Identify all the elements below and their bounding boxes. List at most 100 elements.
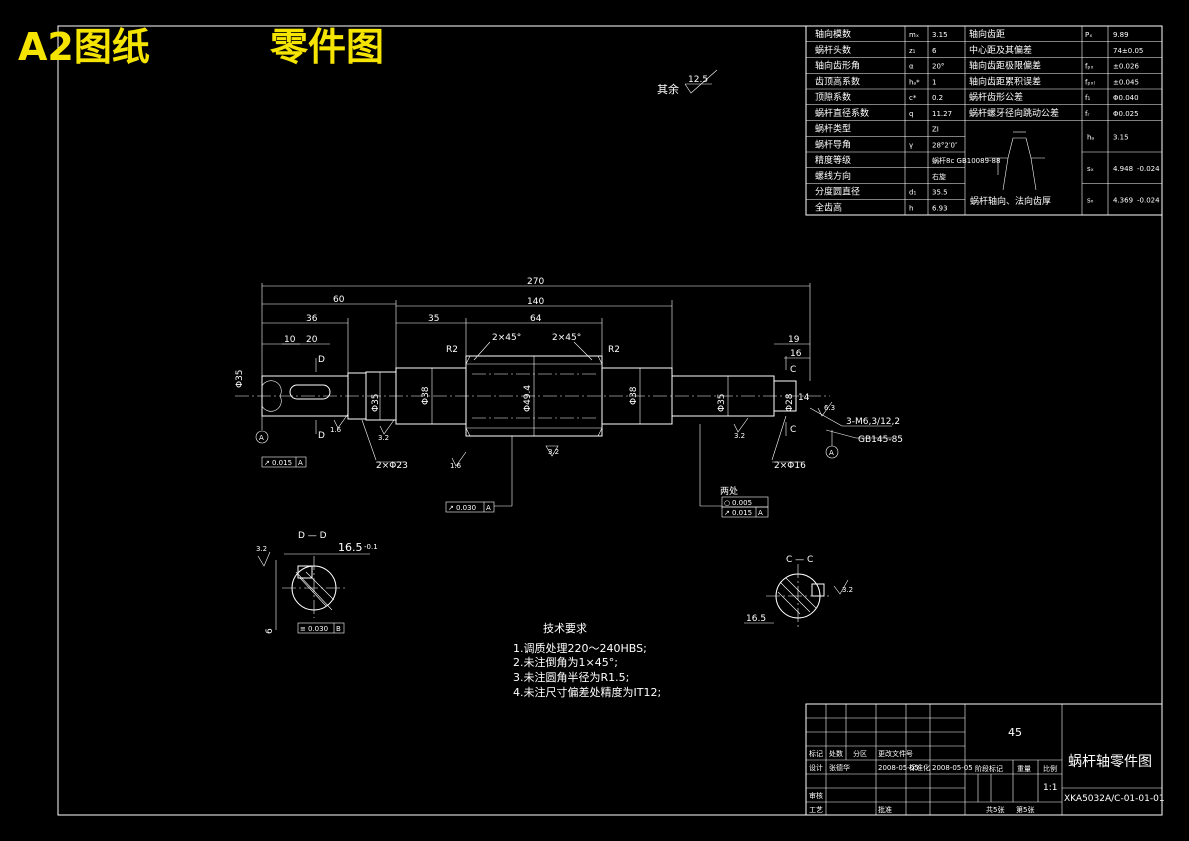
label: 分区 [853, 749, 867, 758]
label: 张德华 [829, 763, 850, 772]
dia-e: Φ35 [717, 393, 727, 412]
svg-text:↗: ↗ [724, 509, 730, 517]
dia-c: Φ49.4 [523, 385, 533, 412]
label: 两处 [720, 485, 738, 497]
param-left-name: 齿顶高系数 [815, 75, 860, 87]
label: 阶段标记 [975, 764, 1003, 773]
label: 标准化 [909, 763, 930, 772]
svg-text:○: ○ [724, 499, 730, 507]
param-right-sym: Pₓ [1085, 31, 1092, 39]
param-right-name: 轴向齿距极限偏差 [969, 60, 1041, 72]
param-left-val: 6 [932, 47, 937, 55]
label: A [758, 509, 763, 517]
label: 3.未注圆角半径为R1.5; [513, 670, 629, 684]
param-left-sym: mₓ [909, 31, 919, 39]
label: 设计 [809, 763, 823, 772]
label: 3.2 [842, 586, 853, 594]
label: 3.2 [734, 432, 745, 440]
svg-text:↗: ↗ [448, 504, 454, 512]
tooth-row-val: 4.948 [1113, 165, 1133, 173]
param-left-val: 右旋 [932, 172, 946, 181]
hole-notes: 2×Φ23 2×Φ16 3-M6,3/12,2 GB145-85 [361, 407, 903, 471]
label: 4.未注尺寸偏差处精度为IT12; [513, 685, 661, 699]
chamfer-right: 2×45° [552, 333, 581, 343]
param-left-name: 螺线方向 [815, 170, 851, 182]
banner-kind: 零件图 [270, 25, 384, 69]
dim-10: 10 [284, 335, 296, 345]
param-left-sym: z₁ [909, 47, 916, 55]
tooth-caption: 蜗杆轴向、法向齿厚 [970, 195, 1051, 207]
roughness-symbols: 1.6 3.2 3.2 3.2 1.6 6.3 [330, 401, 835, 470]
param-left-val: 3.15 [932, 31, 948, 39]
tech-title: 技术要求 [543, 622, 587, 635]
marker-d1: D [318, 355, 325, 365]
param-left-val: 6.93 [932, 204, 948, 212]
param-left-val: ZI [932, 126, 939, 134]
label: 0.015 [272, 459, 292, 467]
dim-60: 60 [333, 295, 345, 305]
section-d-depth: 6 [265, 628, 275, 634]
label: 6.3 [824, 404, 835, 412]
radius-right: R2 [608, 345, 620, 355]
svg-text:≡: ≡ [300, 625, 306, 633]
param-right-sym: fₚₓ [1085, 63, 1094, 71]
tooth-row-sym: hₐ [1087, 133, 1094, 141]
center-hole-left: 2×Φ23 [376, 461, 408, 471]
label: 3.2 [548, 448, 559, 456]
param-left-val: 1 [932, 78, 936, 86]
param-right-sym: fᵣ [1085, 110, 1089, 118]
param-right-val: ±0.045 [1113, 78, 1139, 86]
dim-64: 64 [530, 314, 542, 324]
label: A [298, 459, 303, 467]
dim-35: 35 [428, 314, 439, 324]
param-right-val: ±0.026 [1113, 63, 1139, 71]
param-right-name: 蜗杆齿形公差 [969, 91, 1023, 103]
label: 更改文件号 [878, 749, 913, 758]
gb-note: GB145-85 [858, 435, 903, 445]
title-block: 45 蜗杆轴零件图 XKA5032A/C-01-01-01 比例 1:1 重量 … [805, 703, 1165, 816]
dim-19: 19 [788, 335, 800, 345]
param-left-val: 35.5 [932, 189, 948, 197]
tb-drawing-no: XKA5032A/C-01-01-01 [1064, 794, 1165, 804]
param-left-name: 蜗杆直径系数 [815, 107, 869, 119]
label: 1.调质处理220～240HBS; [513, 642, 647, 655]
radius-left: R2 [446, 345, 458, 355]
param-left-sym: α [909, 63, 914, 71]
label: -0.1 [364, 543, 378, 551]
marker-c1: C [790, 365, 796, 375]
label: 2.未注倒角为1×45°; [513, 655, 618, 669]
drawing-border [57, 25, 1163, 816]
dim-16: 16 [790, 349, 802, 359]
label: 批准 [878, 805, 892, 814]
tooth-row-sym: sₓ [1087, 165, 1094, 173]
label: B [336, 625, 341, 633]
param-right-sym: fₚₓₗ [1085, 78, 1095, 86]
dim-140: 140 [527, 297, 544, 307]
param-right-name: 中心距及其偏差 [969, 44, 1032, 56]
label: 共5张 [986, 805, 1004, 814]
dim-20: 20 [306, 335, 318, 345]
section-c-width: 16.5 [746, 614, 766, 624]
thread-note: 3-M6,3/12,2 [846, 417, 900, 427]
label: A [829, 449, 834, 457]
param-left-val: 28°2′0″ [932, 141, 958, 149]
datum-markers: A A [255, 412, 839, 459]
label: 第5张 [1016, 805, 1034, 814]
param-left-val: 0.2 [932, 94, 943, 102]
tooth-row-val: 4.369 [1113, 196, 1133, 204]
marker-c2: C [790, 425, 796, 435]
label: 0.015 [732, 509, 752, 517]
param-right-val: 9.89 [1113, 31, 1129, 39]
section-d-width: 16.5 [338, 541, 363, 554]
param-right-name: 蜗杆螺牙径向跳动公差 [969, 107, 1059, 119]
parameter-table [805, 25, 1163, 216]
label: A [259, 434, 264, 442]
param-right-val: Φ0.025 [1113, 110, 1139, 118]
param-left-name: 轴向齿形角 [815, 60, 860, 72]
banner-format: A2图纸 [18, 25, 150, 69]
tolerance-frames: ↗ 0.015 A ↗ 0.030 A 两处 ○ 0.005 ↗ 0.015 A [261, 424, 769, 518]
shaft-main-view: D D C C [235, 355, 830, 441]
dim-14: 14 [798, 393, 810, 403]
dim-36: 36 [306, 314, 318, 324]
tooth-row-val: 3.15 [1113, 133, 1129, 141]
